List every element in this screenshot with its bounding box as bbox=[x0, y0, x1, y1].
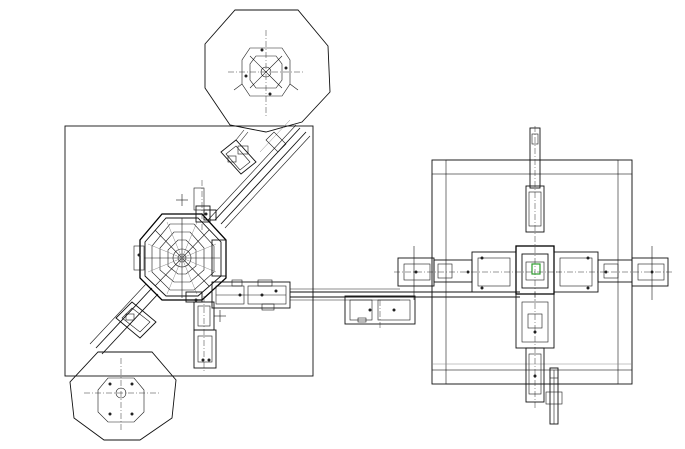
feed-track-lower bbox=[89, 283, 159, 355]
feed-track-upper bbox=[207, 119, 311, 229]
transfer-conveyor bbox=[290, 288, 520, 328]
left-base-plate bbox=[64, 125, 314, 377]
pick-and-place-unit bbox=[211, 279, 291, 311]
main-indexing-table bbox=[133, 180, 227, 303]
ejector-unit bbox=[193, 296, 217, 372]
press-station bbox=[394, 126, 672, 425]
bowl-feeder-top bbox=[204, 9, 331, 133]
bowl-feeder-bottom bbox=[69, 351, 177, 441]
fastener-marks bbox=[176, 194, 653, 322]
